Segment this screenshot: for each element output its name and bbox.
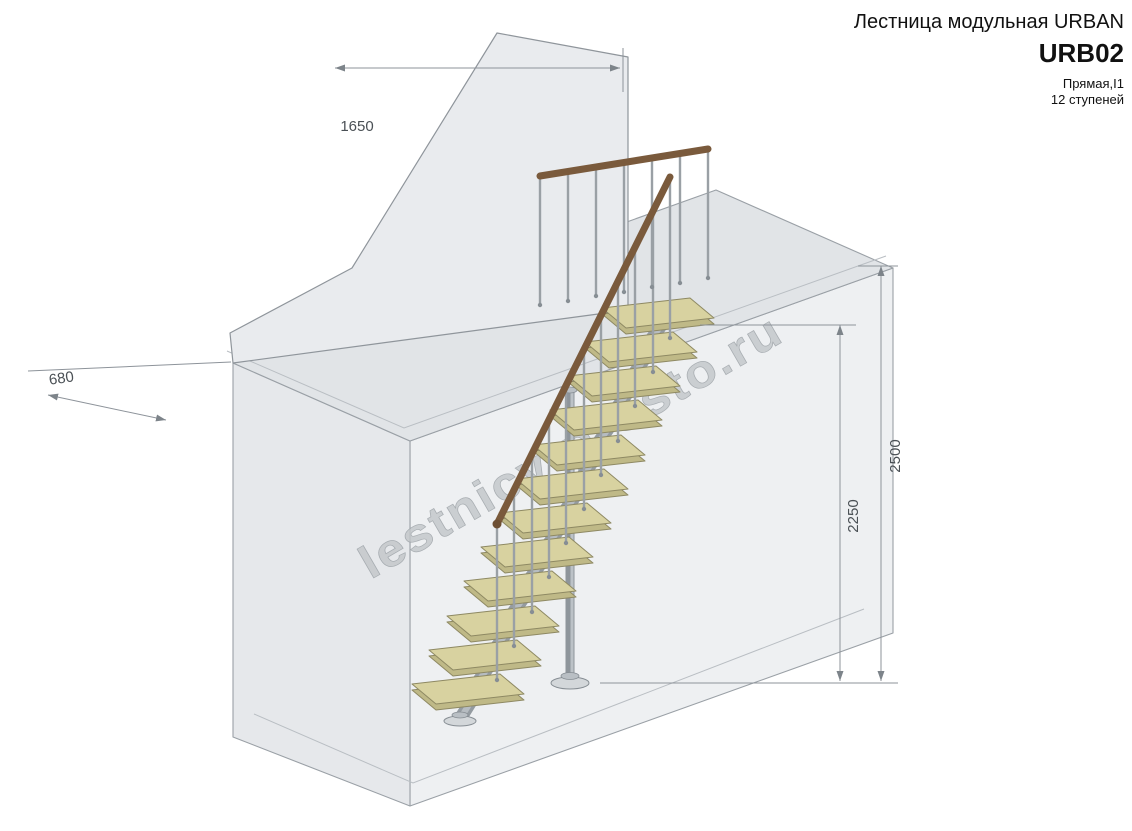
step-8 [532, 434, 646, 495]
dim-680-label: 680 [48, 368, 75, 388]
dimension-1650: 1650 [335, 48, 624, 135]
dimension-2250: 2250 [700, 324, 862, 681]
dimension-2500: 2500 [600, 265, 904, 684]
product-title: Лестница модульная URBAN [853, 11, 1124, 33]
dim-2250-label: 2250 [845, 499, 862, 532]
handrail-platform [536, 145, 712, 180]
staircase [411, 145, 715, 727]
steps-count: 12 ступеней [1050, 92, 1124, 107]
wall-face [229, 32, 629, 364]
platform-balusters [537, 149, 711, 308]
dimension-680: 680 [27, 361, 232, 422]
platform-inner-edge [226, 255, 887, 429]
stair-balusters [494, 178, 673, 683]
back-wall [229, 32, 629, 364]
dim-1650-label: 1650 [340, 118, 373, 135]
support-column [550, 386, 590, 690]
handrail-sloped [493, 173, 674, 528]
model-variant: Прямая,I1 [1062, 76, 1124, 91]
dim-2500-label: 2500 [887, 439, 904, 472]
model-code: URB02 [1038, 38, 1124, 68]
interior-floor-edge [253, 608, 865, 784]
title-block: Лестница модульная URBAN URB02 Прямая,I1… [854, 10, 1124, 107]
handrail-end-cap [492, 519, 502, 529]
